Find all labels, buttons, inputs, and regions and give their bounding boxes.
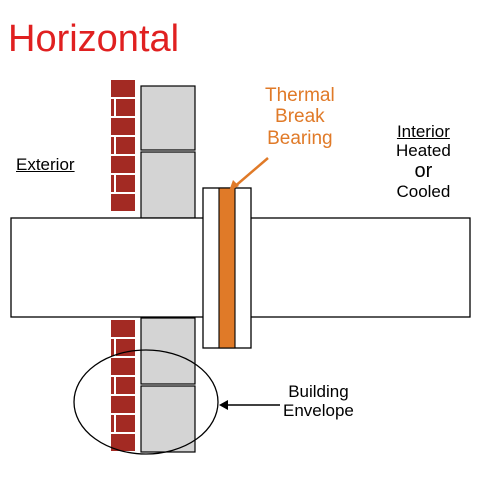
brick	[111, 194, 135, 211]
brick	[116, 175, 135, 192]
brick-half	[111, 339, 114, 356]
interior-line-or: or	[414, 160, 433, 183]
block-lower-2	[140, 385, 196, 453]
brick	[111, 434, 135, 451]
envelope-line-1: Building	[288, 382, 349, 401]
building-envelope-label: Building Envelope	[283, 382, 354, 420]
envelope-arrowhead	[219, 400, 228, 410]
thermal-break-assembly	[202, 187, 252, 349]
brick-courses-upper	[111, 80, 135, 211]
brick-half	[111, 175, 114, 192]
block-upper-2	[140, 151, 196, 219]
brick	[116, 377, 135, 394]
brick-half	[111, 377, 114, 394]
interior-label: Interior	[396, 122, 450, 141]
diagram-title: Horizontal	[8, 18, 180, 60]
thermal-break-arrowhead	[229, 180, 239, 191]
thermal-break-leader	[232, 157, 269, 189]
thermal-break-line-2: Break	[275, 106, 325, 128]
brick-half	[111, 137, 114, 154]
brick-wall	[110, 78, 136, 458]
brick	[111, 118, 135, 135]
building-envelope-ellipse	[73, 349, 219, 455]
brick	[111, 80, 135, 97]
brick	[111, 156, 135, 173]
thermal-break-label: Thermal Break Bearing	[265, 85, 335, 149]
thermal-break-line-1: Thermal	[265, 85, 335, 106]
interior-line-heated: Heated	[396, 141, 451, 161]
interior-label-group: Interior Heated or Cooled	[396, 122, 451, 201]
block-upper-1	[140, 85, 196, 151]
brick	[116, 415, 135, 432]
brick	[111, 396, 135, 413]
brick-half	[111, 415, 114, 432]
interior-line-cooled: Cooled	[396, 182, 451, 202]
brick-half	[111, 99, 114, 116]
thermal-break-bearing-pad	[218, 187, 236, 349]
block-wall	[140, 85, 196, 453]
brick	[116, 137, 135, 154]
brick	[111, 320, 135, 337]
brick	[111, 358, 135, 375]
brick	[116, 99, 135, 116]
exterior-label: Exterior	[16, 155, 75, 174]
block-lower-1	[140, 317, 196, 385]
thermal-break-line-3: Bearing	[267, 127, 333, 149]
envelope-line-2: Envelope	[283, 401, 354, 421]
